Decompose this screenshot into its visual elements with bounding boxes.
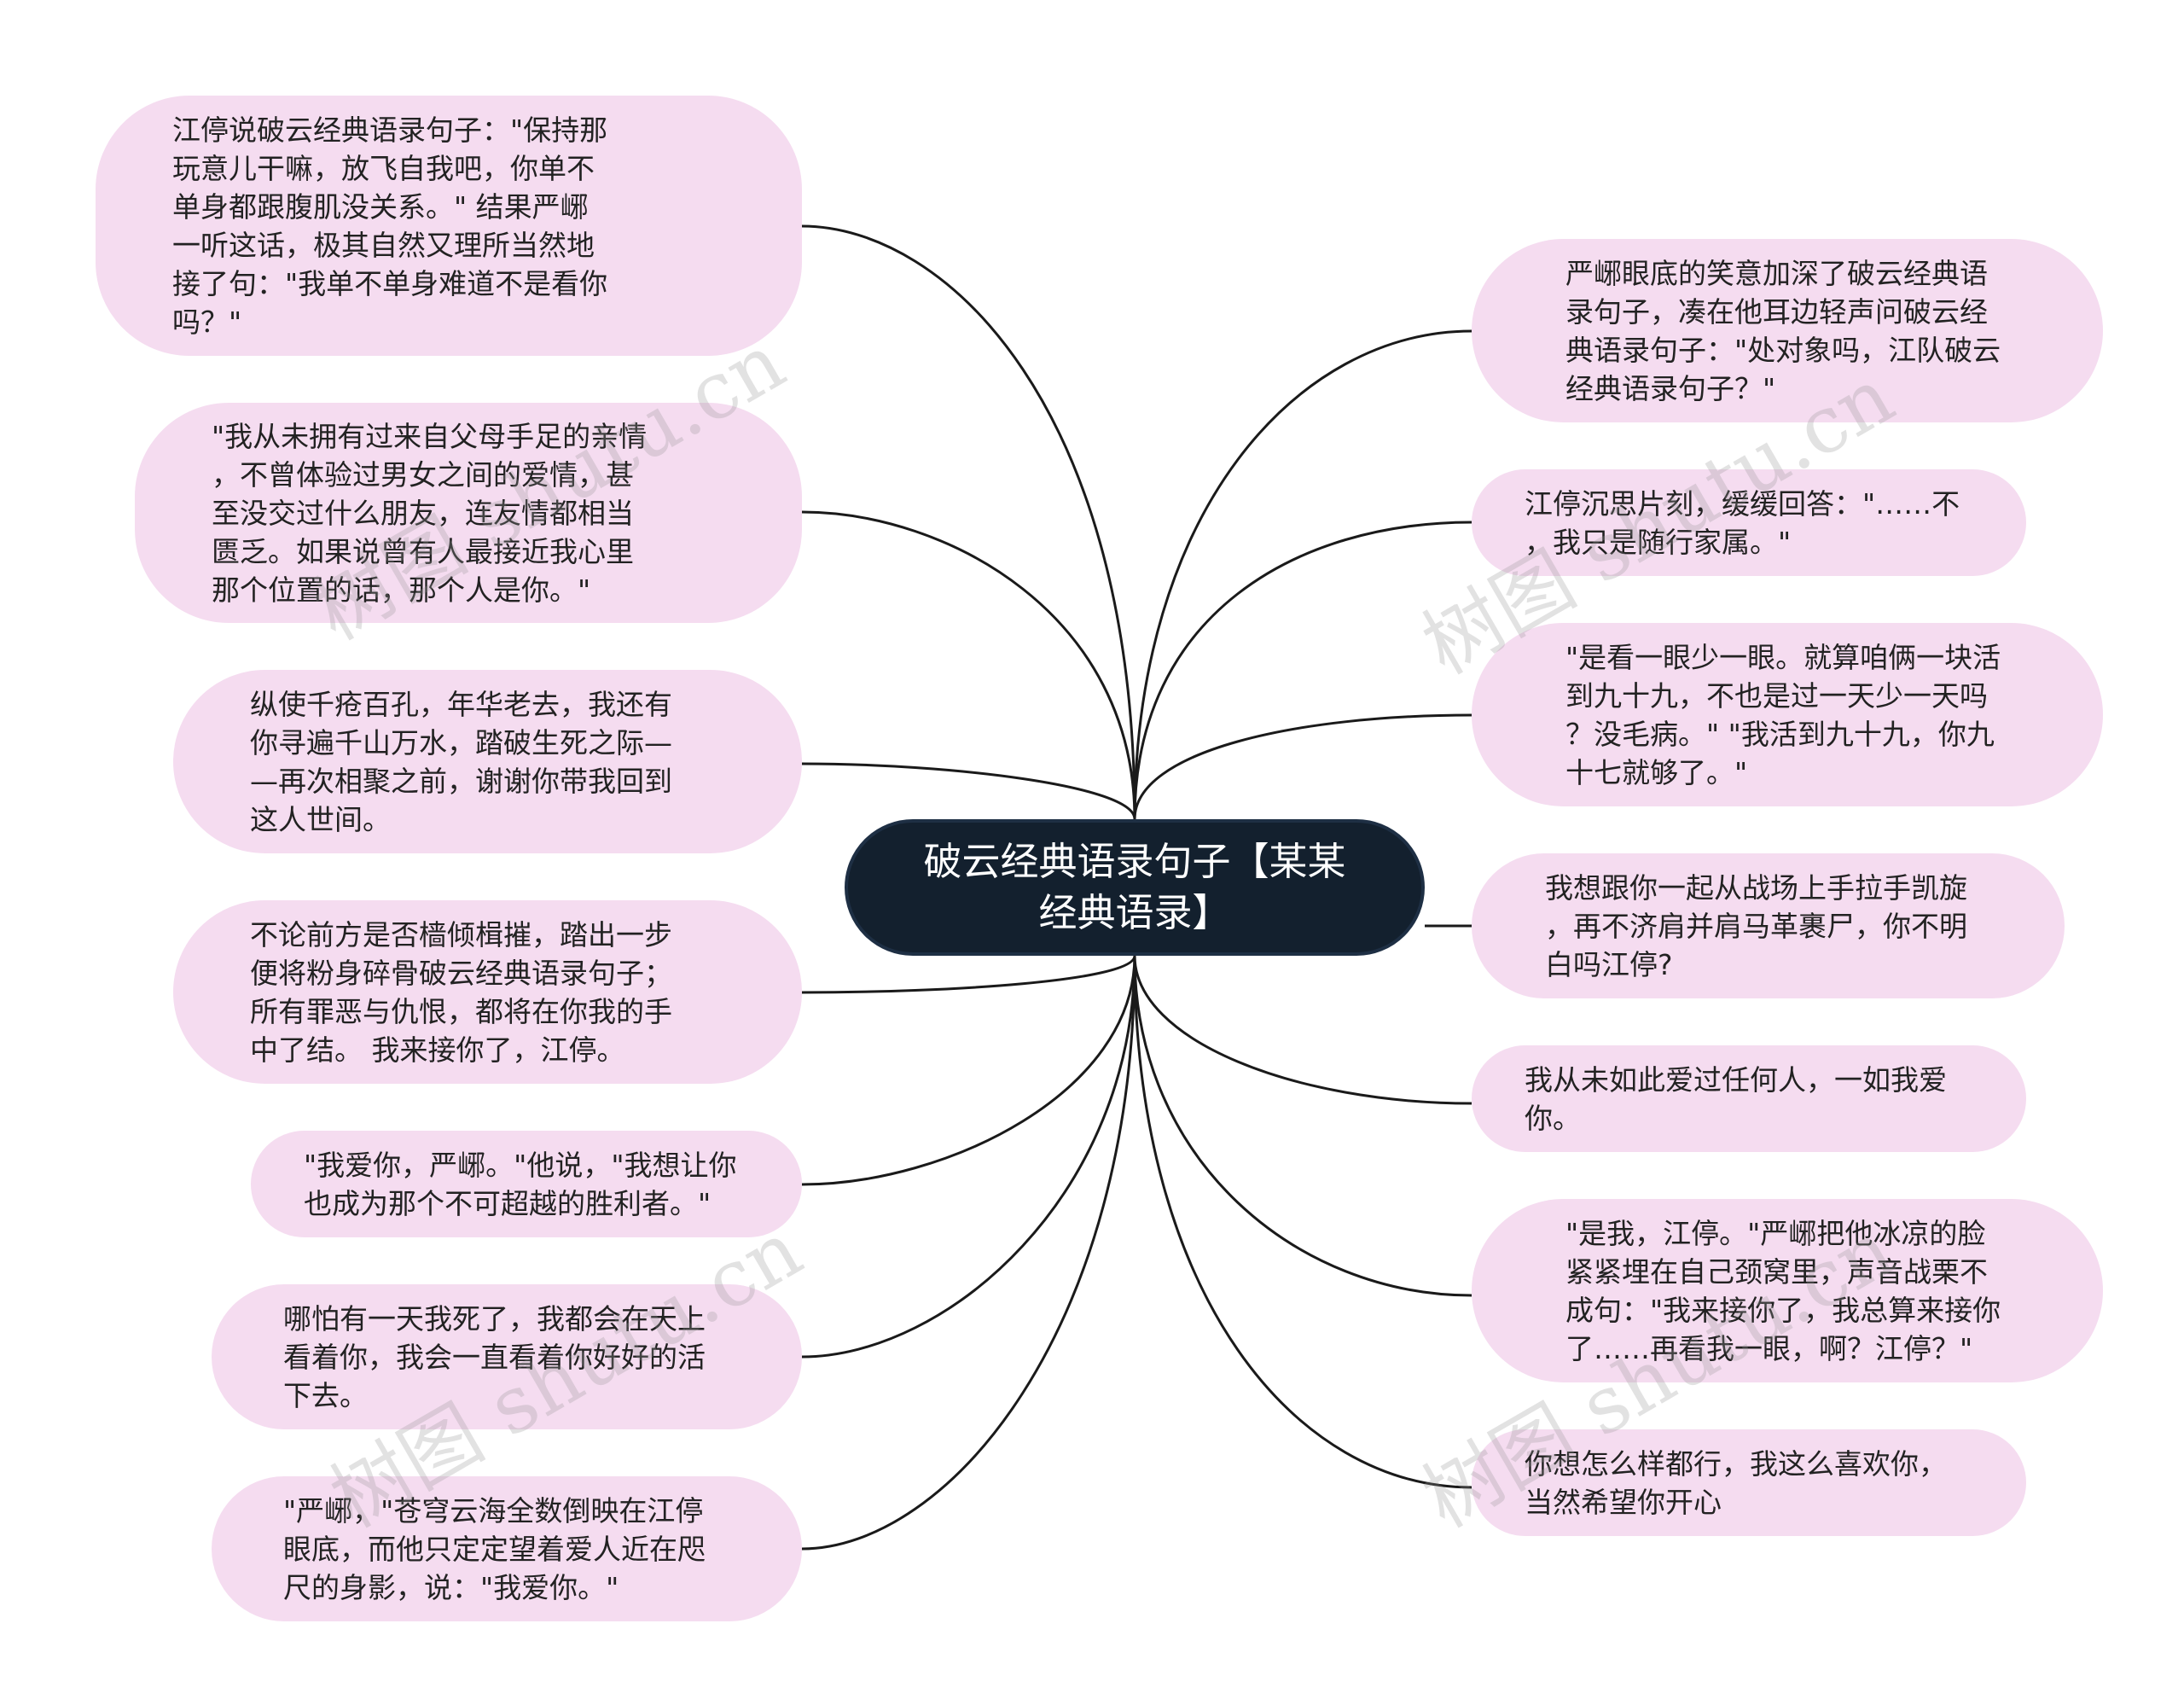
left-node-5-text: "我爱你，严峫。"他说，"我想让你 也成为那个不可超越的胜利者。" xyxy=(304,1148,737,1220)
left-node-6: 哪怕有一天我死了，我都会在天上 看着你，我会一直看着你好好的活 下去。 xyxy=(212,1284,802,1429)
right-node-3: "是看一眼少一眼。就算咱俩一块活 到九十九，不也是过一天少一天吗 ？没毛病。" … xyxy=(1472,623,2103,806)
right-node-6: "是我，江停。"严峫把他冰凉的脸 紧紧埋在自己颈窝里，声音战栗不 成句："我来接… xyxy=(1472,1199,2103,1382)
right-node-6-text: "是我，江停。"严峫把他冰凉的脸 紧紧埋在自己颈窝里，声音战栗不 成句："我来接… xyxy=(1565,1216,2001,1365)
right-node-4: 我想跟你一起从战场上手拉手凯旋 ，再不济肩并肩马革裹尸，你不明 白吗江停? xyxy=(1472,853,2065,998)
right-node-2: 江停沉思片刻，缓缓回答："……不 ，我只是随行家属。" xyxy=(1472,469,2026,576)
link-right-7 xyxy=(1133,955,1472,1489)
left-node-6-text: 哪怕有一天我死了，我都会在天上 看着你，我会一直看着你好好的活 下去。 xyxy=(283,1301,706,1412)
left-node-3: 纵使千疮百孔，年华老去，我还有 你寻遍千山万水，踏破生死之际— —再次相聚之前，… xyxy=(173,670,802,853)
right-node-7: 你想怎么样都行，我这么喜欢你， 当然希望你开心 xyxy=(1472,1429,2026,1536)
central-topic-label: 破云经典语录句子【某某 经典语录】 xyxy=(923,839,1346,935)
right-node-3-text: "是看一眼少一眼。就算咱俩一块活 到九十九，不也是过一天少一天吗 ？没毛病。" … xyxy=(1565,640,2001,789)
left-node-5: "我爱你，严峫。"他说，"我想让你 也成为那个不可超越的胜利者。" xyxy=(251,1131,802,1237)
right-node-2-text: 江停沉思片刻，缓缓回答："……不 ，我只是随行家属。" xyxy=(1525,486,1960,559)
left-node-7: "严峫，"苍穹云海全数倒映在江停 眼底，而他只定定望着爱人近在咫 尺的身影，说：… xyxy=(212,1476,802,1621)
right-node-4-text: 我想跟你一起从战场上手拉手凯旋 ，再不济肩并肩马革裹尸，你不明 白吗江停? xyxy=(1545,870,1967,981)
left-node-2-text: "我从未拥有过来自父母手足的亲情 ，不曾体验过男女之间的爱情，甚 至没交过什么朋… xyxy=(212,419,648,607)
right-node-1-text: 严峫眼底的笑意加深了破云经典语 录句子，凑在他耳边轻声问破云经 典语录句子："处… xyxy=(1565,256,2001,405)
link-right-6 xyxy=(1133,955,1472,1297)
right-node-5-text: 我从未如此爱过任何人，一如我爱 你。 xyxy=(1525,1062,1947,1135)
left-node-1: 江停说破云经典语录句子："保持那 玩意儿干嘛，放飞自我吧，你单不 单身都跟腹肌没… xyxy=(96,96,802,356)
link-left-7 xyxy=(801,955,1136,1551)
link-left-4 xyxy=(801,955,1136,994)
right-node-5: 我从未如此爱过任何人，一如我爱 你。 xyxy=(1472,1045,2026,1152)
right-node-1: 严峫眼底的笑意加深了破云经典语 录句子，凑在他耳边轻声问破云经 典语录句子："处… xyxy=(1472,239,2103,422)
link-right-2 xyxy=(1133,521,1472,820)
link-left-1 xyxy=(801,224,1136,820)
link-left-2 xyxy=(801,510,1136,820)
link-right-1 xyxy=(1133,329,1472,820)
central-topic: 破云经典语录句子【某某 经典语录】 xyxy=(845,819,1425,956)
left-node-3-text: 纵使千疮百孔，年华老去，我还有 你寻遍千山万水，踏破生死之际— —再次相聚之前，… xyxy=(250,687,672,836)
left-node-4: 不论前方是否樯倾楫摧，踏出一步 便将粉身碎骨破云经典语录句子； 所有罪恶与仇恨，… xyxy=(173,900,802,1084)
link-left-6 xyxy=(801,955,1136,1359)
left-node-1-text: 江停说破云经典语录句子："保持那 玩意儿干嘛，放飞自我吧，你单不 单身都跟腹肌没… xyxy=(172,113,608,339)
link-right-5 xyxy=(1133,955,1472,1105)
link-left-3 xyxy=(801,762,1136,820)
right-node-7-text: 你想怎么样都行，我这么喜欢你， 当然希望你开心 xyxy=(1525,1446,1947,1519)
link-left-5 xyxy=(801,955,1136,1186)
link-right-3 xyxy=(1133,713,1472,820)
left-node-7-text: "严峫，"苍穹云海全数倒映在江停 眼底，而他只定定望着爱人近在咫 尺的身影，说：… xyxy=(283,1493,706,1604)
left-node-2: "我从未拥有过来自父母手足的亲情 ，不曾体验过男女之间的爱情，甚 至没交过什么朋… xyxy=(135,403,802,623)
left-node-4-text: 不论前方是否樯倾楫摧，踏出一步 便将粉身碎骨破云经典语录句子； 所有罪恶与仇恨，… xyxy=(250,917,672,1067)
